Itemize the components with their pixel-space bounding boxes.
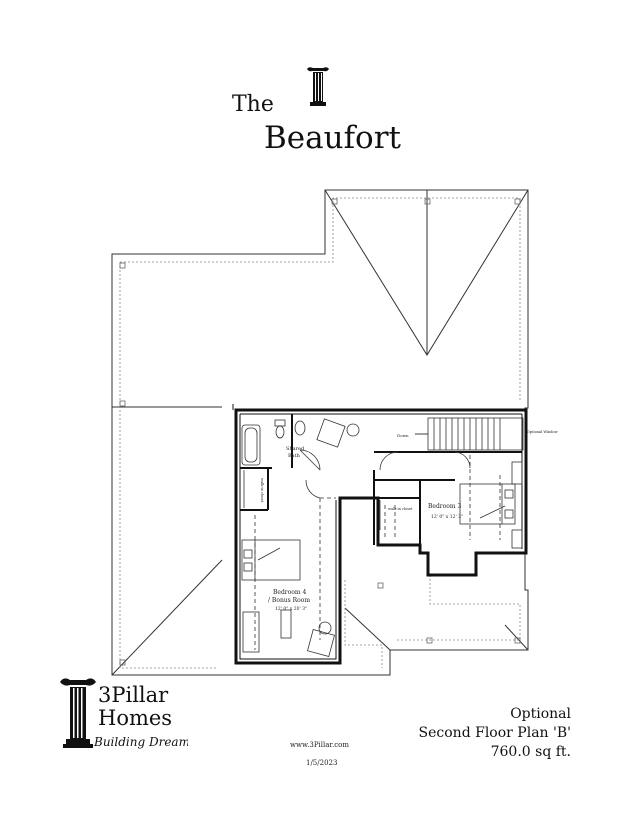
pillar-icon bbox=[307, 67, 329, 106]
website-url[interactable]: www.3Pillar.com bbox=[290, 741, 349, 749]
bedroom-4-label: Bedroom 4 bbox=[273, 589, 306, 596]
logo-text-top: 3Pillar bbox=[98, 683, 169, 707]
plan-square-footage: 760.0 sq ft. bbox=[490, 744, 571, 760]
sink bbox=[294, 420, 306, 436]
plan-option-label: Optional bbox=[510, 706, 571, 722]
title-prefix: The bbox=[232, 92, 274, 117]
bed-bedroom-4 bbox=[241, 539, 301, 581]
walk-in-closet-left-label: walk-in closet bbox=[260, 478, 264, 503]
walk-in-closet-right-label: walk-in closet bbox=[388, 507, 413, 511]
exterior-wall bbox=[234, 408, 528, 665]
roof-outline bbox=[111, 189, 529, 676]
logo-text-bottom: Homes bbox=[98, 706, 172, 730]
toilet bbox=[275, 425, 285, 439]
stairs bbox=[415, 417, 524, 451]
bedroom-4-size: 12' 0" x 20' 3" bbox=[275, 606, 307, 612]
optional-window-label: Optional Window bbox=[527, 430, 558, 434]
bathtub bbox=[241, 424, 261, 466]
desk bbox=[280, 609, 292, 639]
plan-info: Optional Second Floor Plan 'B' 760.0 sq … bbox=[419, 705, 571, 762]
bonus-room-label: / Bonus Room bbox=[268, 597, 310, 604]
dresser bbox=[242, 611, 260, 653]
logo-tagline: Building Dreams bbox=[93, 735, 188, 749]
roof-hip-lower-left-2 bbox=[111, 559, 223, 676]
company-logo: 3Pillar Homes Building Dreams bbox=[60, 678, 188, 749]
bed-bedroom-3 bbox=[459, 483, 516, 525]
toilet-tank bbox=[274, 419, 286, 427]
plan-name: Second Floor Plan 'B' bbox=[418, 725, 571, 741]
plan-title: Beaufort bbox=[264, 120, 401, 156]
shared-bath-label: Shared Bath bbox=[286, 446, 306, 459]
roof-hip-lower-right bbox=[344, 607, 391, 651]
bedroom-3-size: 12' 0" x 12' 3" bbox=[431, 514, 463, 520]
plan-date: 1/5/2023 bbox=[306, 759, 338, 767]
bedroom-3-label: Bedroom 3 bbox=[428, 503, 461, 510]
stairs-down-label: Down bbox=[397, 433, 409, 438]
roof-hip-right bbox=[504, 624, 529, 651]
